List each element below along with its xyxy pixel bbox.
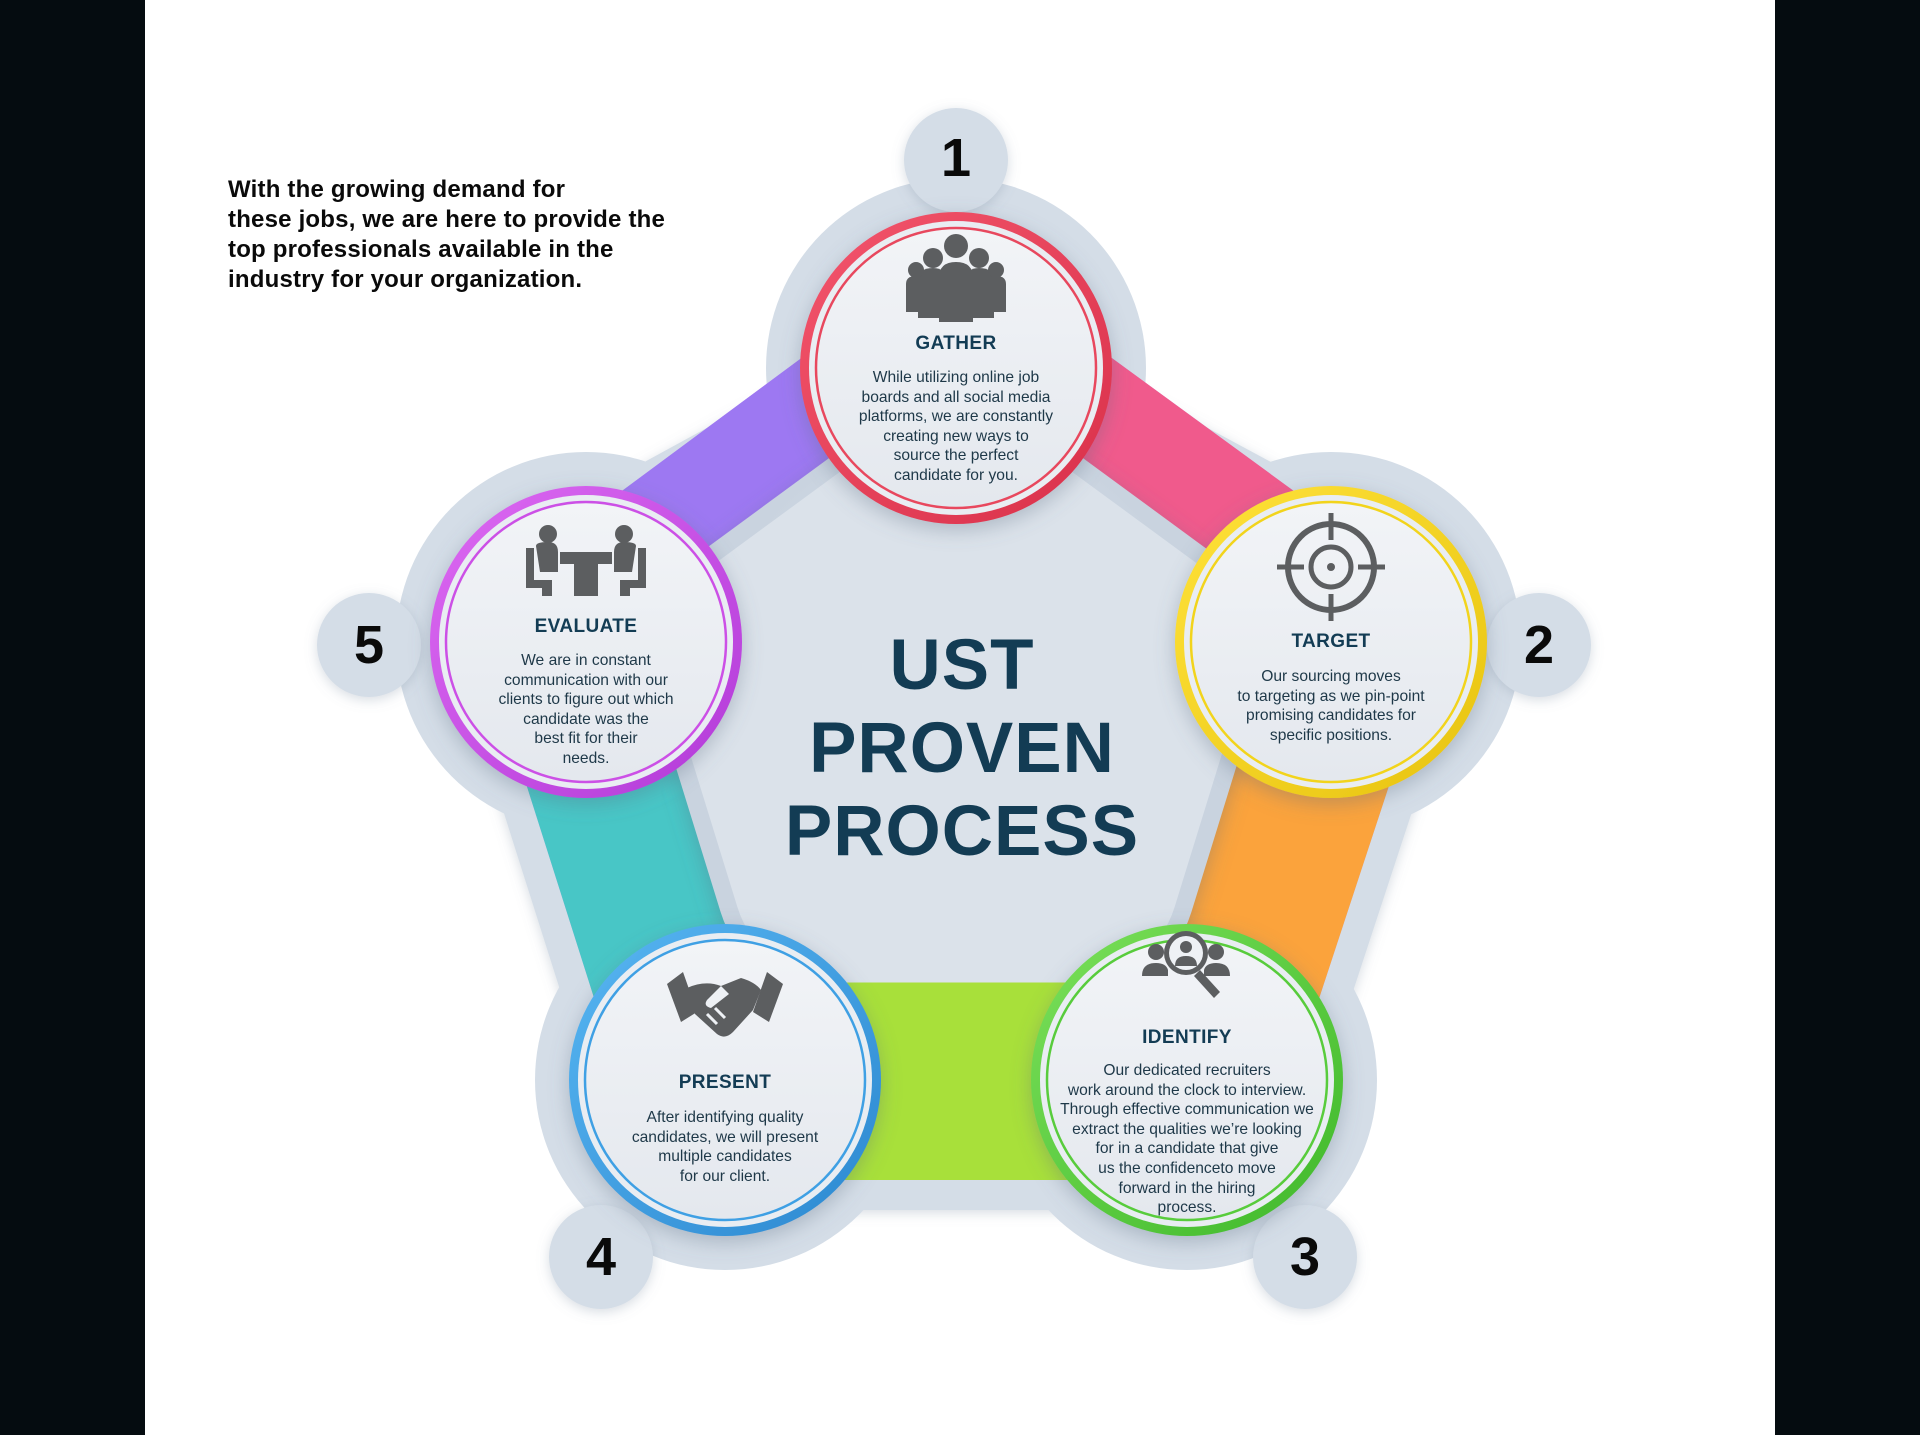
desc-line: work around the clock to interview. (1067, 1081, 1307, 1099)
step-title-gather: GATHER (915, 333, 997, 354)
icon-layer (526, 234, 1385, 1037)
center-title-line-2: PROVEN (809, 709, 1115, 788)
step-circle-gather (800, 212, 1112, 524)
desc-line: for our client. (679, 1167, 771, 1185)
desc-line: Our sourcing moves (1261, 668, 1401, 685)
desc-line: specific positions. (1269, 726, 1393, 744)
desc-line: candidates, we will present (631, 1128, 819, 1146)
step-circle-target (1175, 486, 1487, 798)
desc-line: platforms, we are constantly (858, 408, 1054, 426)
meeting-table-icon (526, 525, 646, 596)
desc-line: needs. (562, 749, 610, 767)
number-bubble-target (1487, 593, 1591, 697)
step-desc-evaluate: We are in constant communication with ou… (446, 651, 726, 769)
number-bubble-identify (1253, 1205, 1357, 1309)
desc-line: process. (1157, 1199, 1217, 1217)
step-circle-evaluate (430, 486, 742, 798)
step-title-identify: IDENTIFY (1142, 1027, 1232, 1048)
crosshair-icon (1277, 513, 1385, 621)
step-number-2: 2 (1523, 615, 1555, 675)
desc-line: promising candidates for (1246, 707, 1416, 725)
number-bubble-evaluate (317, 593, 421, 697)
desc-line: While utilizing online job (872, 369, 1040, 386)
step-circle-present (569, 924, 881, 1236)
step-desc-identify: Our dedicated recruiters work around the… (1037, 1061, 1337, 1218)
center-title-line-1: UST (889, 626, 1035, 705)
center-hub-inner (664, 412, 1248, 983)
desc-line: clients to figure out which (498, 691, 674, 709)
step-number-5: 5 (353, 615, 385, 675)
intro-line: With the growing demand for (228, 176, 566, 203)
step-title-evaluate: EVALUATE (534, 616, 638, 637)
step-desc-present: After identifying quality candidates, we… (585, 1108, 865, 1186)
desc-line: multiple candidates (658, 1148, 792, 1166)
step-title-present: PRESENT (678, 1072, 772, 1093)
step-circles (430, 212, 1487, 1236)
group-icon (906, 234, 1006, 322)
desc-line: to targeting as we pin-point (1237, 687, 1425, 705)
desc-line: communication with our (504, 671, 668, 689)
desc-line: boards and all social media (861, 388, 1051, 406)
step-number-4: 4 (585, 1227, 617, 1287)
desc-line: After identifying quality (646, 1109, 804, 1126)
step-circle-inner-border (444, 500, 728, 784)
intro-line: top professionals available in the (228, 236, 614, 263)
desc-line: forward in the hiring (1118, 1179, 1256, 1197)
center-title-line-3: PROCESS (784, 792, 1140, 871)
desc-line: for in a candidate that give (1095, 1140, 1279, 1158)
desc-line: source the perfect (893, 447, 1019, 465)
handshake-icon (667, 972, 783, 1037)
intro-line: these jobs, we are here to provide the (228, 206, 666, 233)
step-circle-inner-border (583, 938, 867, 1222)
step-number-3: 3 (1289, 1227, 1321, 1287)
step-desc-target: Our sourcing moves to targeting as we pi… (1191, 667, 1471, 745)
number-bubbles (317, 108, 1591, 1309)
step-number-1: 1 (940, 128, 972, 188)
desc-line: extract the qualities we’re looking (1072, 1120, 1302, 1138)
desc-line: candidate was the (523, 710, 649, 728)
desc-line: We are in constant (521, 652, 651, 669)
center-hub (647, 395, 1265, 1000)
desc-line: best fit for their (534, 730, 638, 748)
step-desc-gather: While utilizing online job boards and al… (816, 368, 1096, 486)
intro-paragraph: With the growing demand for these jobs, … (228, 175, 698, 295)
desc-line: candidate for you. (894, 466, 1018, 484)
number-bubble-present (549, 1205, 653, 1309)
step-circle-inner-border (1189, 500, 1473, 784)
intro-line: industry for your organization. (228, 266, 583, 293)
desc-line: creating new ways to (883, 427, 1029, 445)
magnifier-person-icon (1142, 931, 1230, 998)
desc-line: us the confidenceto move (1098, 1159, 1276, 1177)
step-circle-inner-border (814, 226, 1098, 510)
desc-line: Our dedicated recruiters (1103, 1062, 1271, 1079)
number-bubble-gather (904, 108, 1008, 212)
step-title-target: TARGET (1291, 631, 1371, 652)
step-circle-identify (1031, 924, 1343, 1236)
desc-line: Through effective communication we (1060, 1101, 1314, 1119)
